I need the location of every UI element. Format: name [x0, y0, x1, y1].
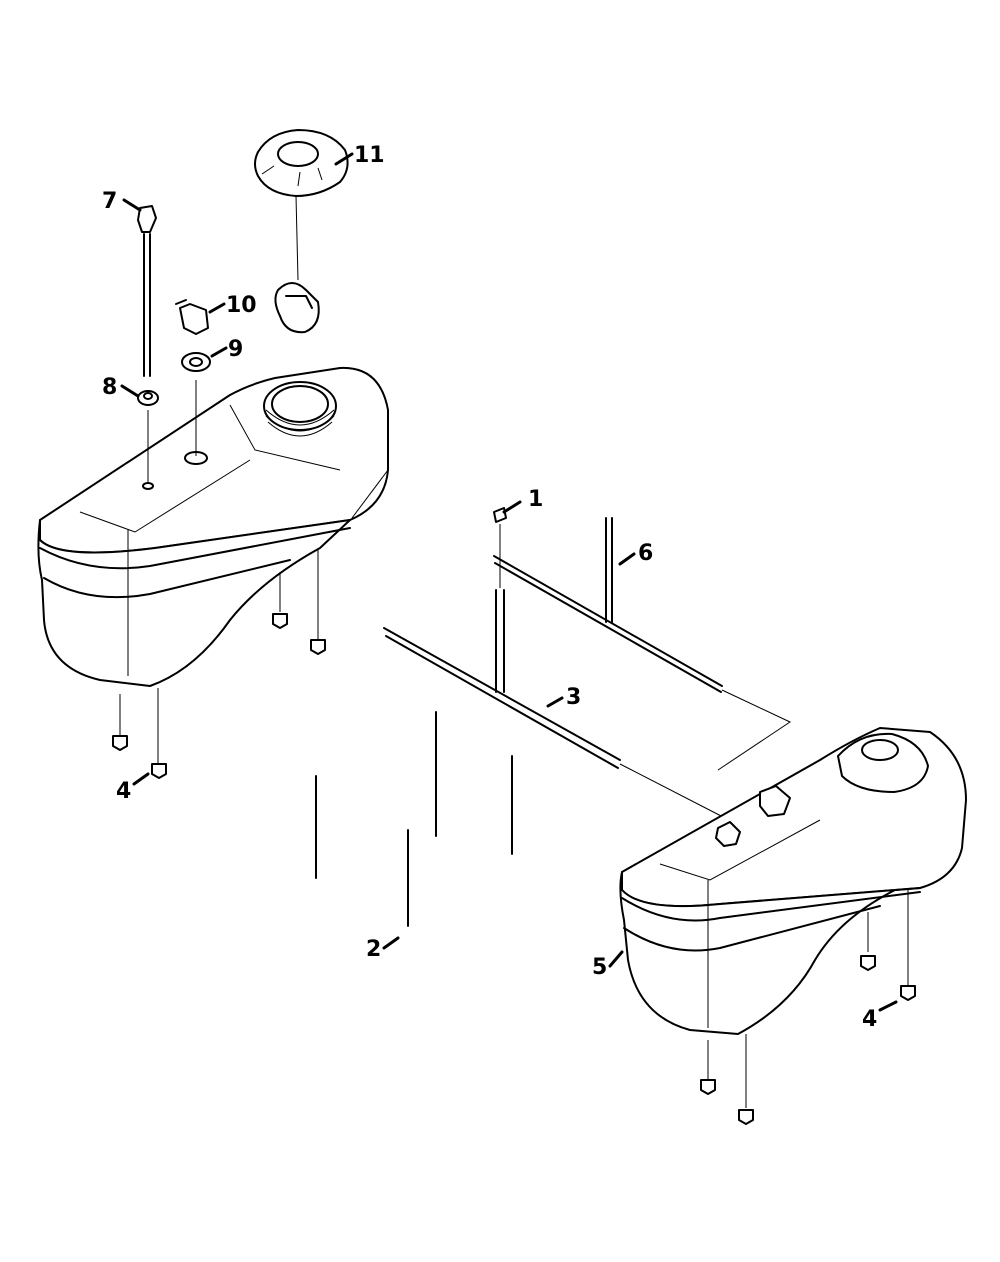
callout-4a: 4	[116, 779, 131, 804]
callout-6: 6	[638, 541, 653, 566]
vent-valve-part-10	[175, 299, 209, 335]
callout-5: 5	[592, 955, 607, 980]
left-tank-bolts	[112, 613, 326, 779]
callout-2: 2	[366, 937, 381, 962]
grommet-part-8	[137, 390, 159, 406]
callout-1: 1	[528, 487, 543, 512]
callout-9: 9	[228, 337, 243, 362]
callout-3: 3	[566, 685, 581, 710]
cable-ties-part-2	[315, 711, 513, 927]
callout-8: 8	[102, 375, 117, 400]
fuel-line-part-3	[383, 589, 726, 819]
callout-4b: 4	[862, 1007, 877, 1032]
left-fuel-tank	[37, 366, 389, 764]
elbow-fitting-part-7	[137, 205, 157, 377]
grommet-part-9	[181, 352, 211, 372]
callouts: 1 2 3 4 4 5 6 7 8 9 10 11	[102, 143, 898, 1032]
callout-7: 7	[102, 189, 117, 214]
right-fuel-tank-part-5	[619, 727, 967, 1108]
right-tank-bolts	[700, 955, 916, 1125]
callout-11: 11	[354, 143, 385, 168]
callout-10: 10	[226, 293, 257, 318]
fuel-cap-part-11	[254, 129, 349, 334]
fuel-line-part-6	[493, 517, 792, 771]
cap-part-1	[493, 507, 507, 588]
